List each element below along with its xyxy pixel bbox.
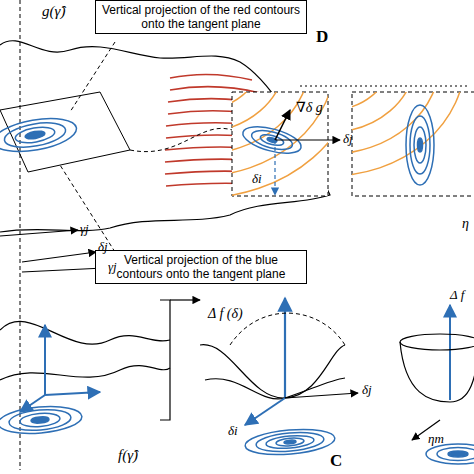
leader-line <box>300 86 470 87</box>
axis-arrow <box>22 268 104 272</box>
axis-arrow <box>275 139 340 140</box>
bowl-surface <box>400 342 474 402</box>
axis-arrow <box>245 398 285 425</box>
surface-curve <box>0 321 170 344</box>
gradient-arrow <box>275 110 290 140</box>
math-label: δj <box>343 132 353 146</box>
panel-frame <box>352 92 474 196</box>
math-label: Δ f (δ) <box>208 306 243 321</box>
math-label: γj <box>108 260 117 274</box>
math-label: γj <box>80 222 89 236</box>
leader-line <box>130 128 232 151</box>
leader-line <box>70 42 115 112</box>
surface-curve <box>0 366 170 380</box>
math-label: δj <box>362 383 372 397</box>
blue-contours <box>0 403 83 436</box>
bowl-rim <box>400 334 474 350</box>
panel-frame <box>232 92 328 196</box>
axis-arrow <box>22 252 96 262</box>
orange-contours <box>232 92 328 196</box>
orange-contours <box>352 92 465 176</box>
math-label: ηm <box>428 432 444 446</box>
bracket-arrow <box>170 299 200 300</box>
math-label: Δ f <box>450 288 464 302</box>
leader-line <box>60 165 115 252</box>
axis-arrow <box>449 305 451 400</box>
math-label: ∇δ g <box>296 100 323 115</box>
panel-letter: D <box>316 28 328 47</box>
surface-curve <box>230 313 345 345</box>
callout-text: Vertical projection of the red contours … <box>100 3 302 31</box>
tangent-plane <box>0 92 130 172</box>
bracket <box>160 300 170 420</box>
axis-arrow <box>44 325 46 395</box>
callout-text: Vertical projection of the blue contours… <box>100 253 302 281</box>
axis-arrow <box>274 140 275 195</box>
callout-box: Vertical projection of the blue contours… <box>95 250 307 284</box>
math-label: η <box>462 216 469 231</box>
axis-arrow <box>0 230 78 236</box>
surface-outline <box>0 41 330 232</box>
surface-curve <box>200 345 345 398</box>
math-label: δj <box>98 240 108 254</box>
blue-contours <box>406 105 434 185</box>
panel-letter: C <box>330 452 342 471</box>
blue-contours <box>0 113 79 157</box>
blue-contours <box>244 426 336 458</box>
math-label: f(γ̂) <box>118 447 138 464</box>
math-label: δi <box>228 424 238 438</box>
callout-box: Vertical projection of the red contours … <box>95 0 307 34</box>
axis-arrow <box>45 392 100 395</box>
blue-contours <box>426 444 474 464</box>
math-label: g(γ̂) <box>42 3 65 20</box>
math-label: δi <box>252 172 262 186</box>
axis-arrow <box>285 393 358 398</box>
